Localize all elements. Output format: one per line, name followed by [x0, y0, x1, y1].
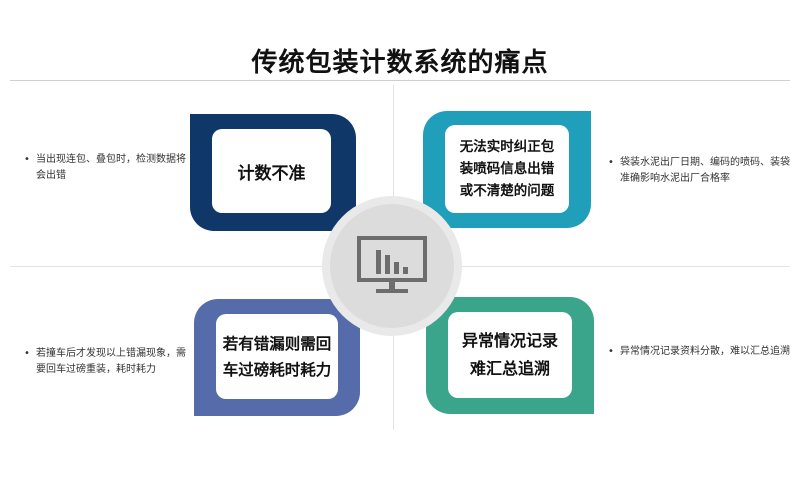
note-bottom-left: • 若撞车后才发现以上错漏现象，需要回车过磅重装，耗时耗力 — [24, 346, 188, 378]
card-top-left: 计数不准 — [190, 114, 356, 231]
card-label-line: 难汇总追溯 — [469, 359, 550, 378]
note-top-left: • 当出现连包、叠包时，检测数据将会出错 — [24, 152, 186, 184]
card-top-right-label: 无法实时纠正包 装喷码信息出错 或不清楚的问题 — [445, 125, 569, 213]
card-bottom-right-label: 异常情况记录 难汇总追溯 — [448, 312, 572, 398]
card-label-line: 装喷码信息出错 — [459, 161, 555, 177]
monitor-bar-chart-icon — [357, 236, 427, 293]
note-top-right: • 袋装水泥出厂日期、编码的喷码、装袋准确影响水泥出厂合格率 — [608, 155, 790, 187]
bullet-icon: • — [24, 348, 30, 359]
card-label-line: 异常情况记录 — [461, 331, 558, 350]
bullet-icon: • — [608, 157, 614, 168]
card-label-line: 车过磅耗时耗力 — [222, 360, 332, 379]
note-text: 异常情况记录资料分散，难以汇总追溯 — [620, 346, 790, 357]
note-text: 若撞车后才发现以上错漏现象，需要回车过磅重装，耗时耗力 — [36, 348, 186, 375]
card-top-right: 无法实时纠正包 装喷码信息出错 或不清楚的问题 — [423, 111, 591, 228]
title-divider — [10, 80, 790, 81]
card-top-left-label: 计数不准 — [212, 129, 331, 213]
page-title: 传统包装计数系统的痛点 — [251, 48, 549, 78]
note-text: 袋装水泥出厂日期、编码的喷码、装袋准确影响水泥出厂合格率 — [620, 157, 790, 184]
center-hub — [330, 204, 454, 328]
card-label-line: 无法实时纠正包 — [459, 139, 555, 155]
note-bottom-right: • 异常情况记录资料分散，难以汇总追溯 — [608, 344, 790, 360]
card-bottom-left-label: 若有错漏则需回 车过磅耗时耗力 — [216, 314, 338, 399]
card-label-line: 若有错漏则需回 — [222, 334, 332, 353]
note-text: 当出现连包、叠包时，检测数据将会出错 — [36, 154, 186, 181]
card-label-line: 计数不准 — [237, 163, 306, 184]
card-bottom-left: 若有错漏则需回 车过磅耗时耗力 — [194, 299, 360, 416]
bullet-icon: • — [24, 154, 30, 165]
card-bottom-right: 异常情况记录 难汇总追溯 — [426, 297, 594, 414]
card-label-line: 或不清楚的问题 — [459, 183, 555, 199]
bullet-icon: • — [608, 346, 614, 357]
